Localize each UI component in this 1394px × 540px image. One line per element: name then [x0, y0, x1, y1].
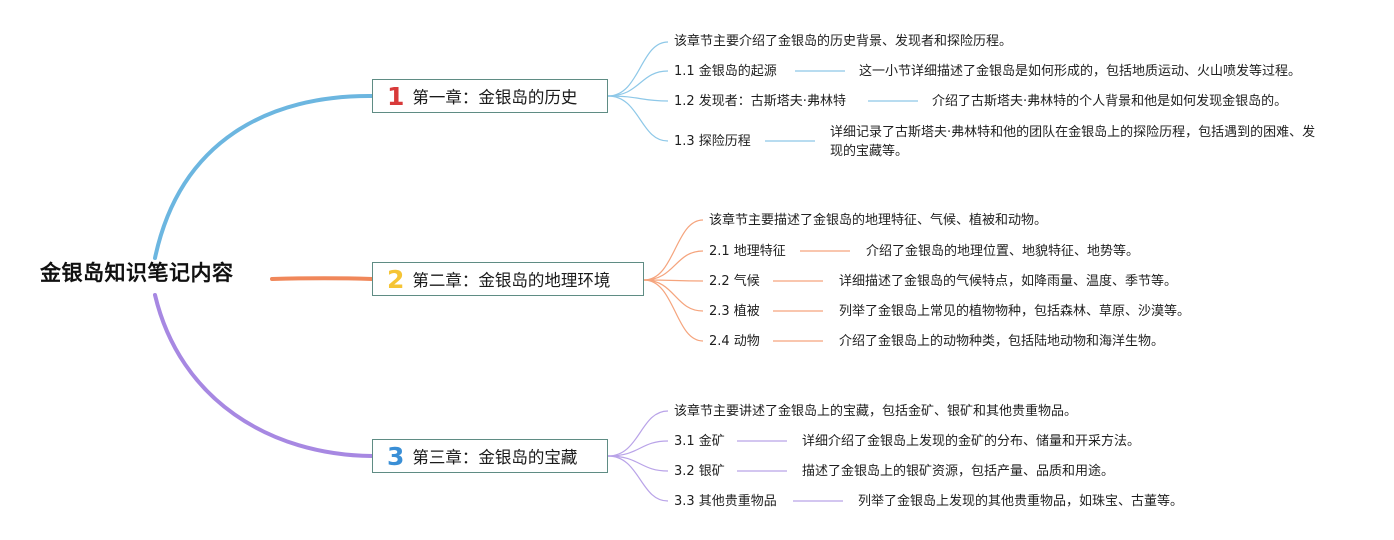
chapter-1-intro[interactable]: 该章节主要介绍了金银岛的历史背景、发现者和探险历程。	[674, 34, 1013, 49]
section-3-3-desc[interactable]: 列举了金银岛上发现的其他贵重物品，如珠宝、古董等。	[858, 494, 1184, 509]
root-topic[interactable]: 金银岛知识笔记内容	[40, 261, 234, 285]
section-3-1-label[interactable]: 3.1 金矿	[674, 434, 725, 449]
section-1-3-desc[interactable]: 详细记录了古斯塔夫·弗林特和他的团队在金银岛上的探险历程，包括遇到的困难、发现的…	[830, 125, 1316, 159]
section-3-1-desc[interactable]: 详细介绍了金银岛上发现的金矿的分布、储量和开采方法。	[802, 434, 1141, 449]
section-2-4-label[interactable]: 2.4 动物	[709, 334, 760, 349]
number-three-icon: 3	[387, 441, 405, 471]
chapter-3-node[interactable]: 3 第三章：金银岛的宝藏	[372, 439, 608, 473]
section-2-4-desc[interactable]: 介绍了金银岛上的动物种类，包括陆地动物和海洋生物。	[839, 334, 1165, 349]
section-2-3-desc[interactable]: 列举了金银岛上常见的植物物种，包括森林、草原、沙漠等。	[839, 304, 1191, 319]
section-2-2-label[interactable]: 2.2 气候	[709, 274, 760, 289]
section-1-2-label[interactable]: 1.2 发现者：古斯塔夫·弗林特	[674, 94, 846, 109]
section-1-3-label[interactable]: 1.3 探险历程	[674, 134, 751, 149]
chapter-1-title: 第一章：金银岛的历史	[412, 88, 578, 107]
chapter-2-node[interactable]: 2 第二章：金银岛的地理环境	[372, 262, 644, 296]
fan-lines-ch2	[643, 219, 850, 342]
fan-lines-ch3	[607, 410, 843, 502]
section-1-1-label[interactable]: 1.1 金银岛的起源	[674, 64, 777, 79]
section-2-1-label[interactable]: 2.1 地理特征	[709, 244, 786, 259]
section-1-1-desc[interactable]: 这一小节详细描述了金银岛是如何形成的，包括地质运动、火山喷发等过程。	[859, 64, 1302, 79]
branch-line-ch3	[153, 293, 374, 458]
chapter-3-intro[interactable]: 该章节主要讲述了金银岛上的宝藏，包括金矿、银矿和其他贵重物品。	[674, 404, 1078, 419]
section-2-2-desc[interactable]: 详细描述了金银岛的气候特点，如降雨量、温度、季节等。	[839, 274, 1178, 289]
section-1-2-desc[interactable]: 介绍了古斯塔夫·弗林特的个人背景和他是如何发现金银岛的。	[932, 94, 1288, 109]
chapter-2-title: 第二章：金银岛的地理环境	[412, 271, 611, 290]
section-3-2-desc[interactable]: 描述了金银岛上的银矿资源，包括产量、品质和用途。	[802, 464, 1115, 479]
chapter-3-title: 第三章：金银岛的宝藏	[412, 448, 578, 467]
branch-line-ch1	[153, 93, 374, 260]
section-3-2-label[interactable]: 3.2 银矿	[674, 464, 725, 479]
chapter-1-node[interactable]: 1 第一章：金银岛的历史	[372, 79, 608, 113]
chapter-2-intro[interactable]: 该章节主要描述了金银岛的地理特征、气候、植被和动物。	[709, 213, 1048, 228]
section-2-3-label[interactable]: 2.3 植被	[709, 304, 760, 319]
fan-lines-ch1	[607, 41, 918, 142]
branch-line-ch2	[270, 276, 374, 281]
section-2-1-desc[interactable]: 介绍了金银岛的地理位置、地貌特征、地势等。	[866, 244, 1140, 259]
number-two-icon: 2	[387, 264, 405, 294]
section-3-3-label[interactable]: 3.3 其他贵重物品	[674, 494, 777, 509]
number-one-icon: 1	[387, 81, 405, 111]
